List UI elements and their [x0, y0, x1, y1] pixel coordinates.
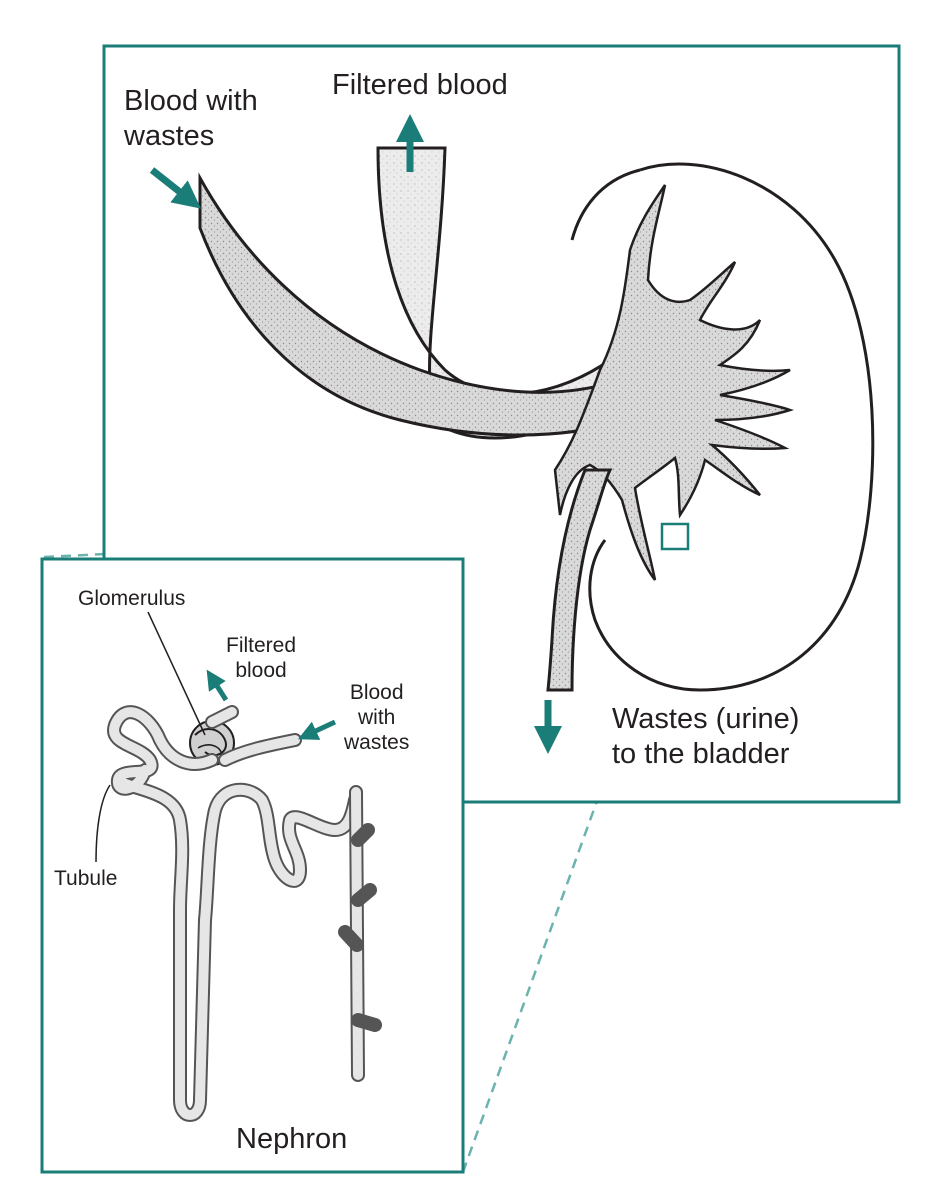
kidney-urine-line2: to the bladder	[612, 737, 790, 770]
nephron-illustration	[95, 611, 382, 1122]
nephron-filtered-line1: Filtered	[226, 634, 297, 657]
nephron-blood-in-arrow	[297, 719, 337, 740]
kidney-blood-in-line1: Blood with	[124, 85, 258, 117]
blood-in-arrow	[149, 167, 201, 209]
nephron-blood-in-label: Blood with wastes	[344, 680, 409, 756]
glomerulus-leader	[147, 611, 206, 736]
nephron-blood-in-line3: wastes	[344, 731, 410, 755]
kidney-urine-line1: Wastes (urine)	[612, 703, 800, 735]
zoom-square	[660, 522, 690, 551]
nephron-filtered-line2: blood	[235, 659, 287, 683]
nephron-blood-in-line2: with	[358, 706, 396, 730]
renal-branches	[553, 184, 795, 581]
nephron-filtered-label: Filtered blood	[226, 633, 296, 683]
ureter	[546, 468, 613, 692]
nephron-blood-in-line1: Blood	[349, 681, 404, 704]
tubule-leader	[95, 784, 111, 863]
glomerulus-label: Glomerulus	[78, 587, 186, 610]
kidney-blood-in-line2: wastes	[124, 119, 215, 152]
kidney-urine-label: Wastes (urine) to the bladder	[612, 702, 799, 772]
kidney-illustration	[149, 114, 875, 754]
tubule	[107, 705, 382, 1122]
kidney-blood-in-label: Blood with wastes	[124, 84, 258, 154]
kidney-filtered-blood-label: Filtered blood	[332, 69, 508, 101]
nephron-caption: Nephron	[236, 1123, 348, 1155]
nephron-filtered-arrow	[206, 669, 229, 702]
tubule-label: Tubule	[54, 867, 118, 890]
nephron-panel-frame	[40, 557, 465, 1174]
